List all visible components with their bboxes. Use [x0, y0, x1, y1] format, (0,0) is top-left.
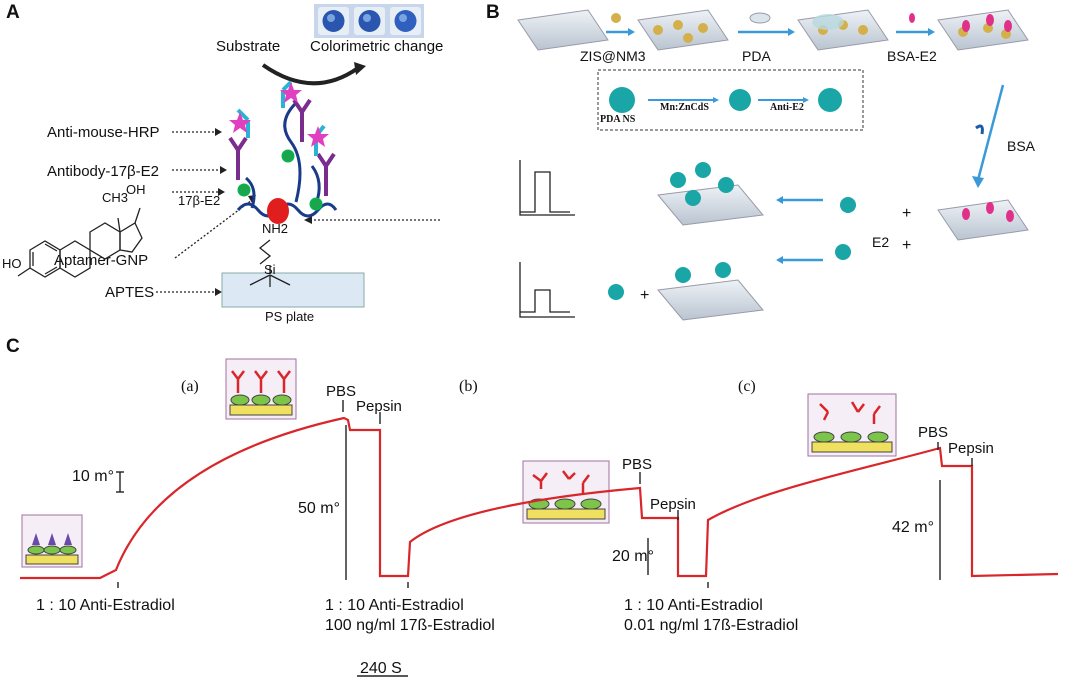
sublabel-a: (a) [181, 378, 199, 395]
plus-3: + [640, 287, 650, 304]
curved-arrow-icon [261, 62, 366, 86]
step-20: 20 m° [612, 548, 654, 565]
chem-ho: HO [2, 256, 22, 271]
panel-b-diagram [517, 9, 1029, 321]
plus-2: + [902, 237, 912, 254]
inset-pda-ns: PDA NS [600, 114, 636, 125]
label-antibody-e2: Antibody-17β-E2 [47, 163, 160, 180]
chem-nh2: NH2 [262, 221, 289, 236]
injection-3b: 0.01 ng/ml 17ß-Estradiol [624, 617, 799, 634]
injection-2b: 100 ng/ml 17ß-Estradiol [325, 617, 495, 634]
au-film-inset-a [225, 358, 297, 420]
panel-c-letter: C [6, 336, 20, 357]
pepsin-2: Pepsin [650, 496, 696, 513]
sublabel-b: (b) [459, 378, 478, 395]
injection-2a: 1 : 10 Anti-Estradiol [325, 597, 464, 614]
pepsin-3: Pepsin [948, 440, 994, 457]
step-bsa-e2: BSA-E2 [887, 48, 937, 64]
sublabel-c: (c) [738, 378, 756, 395]
substrate-label: Substrate [216, 38, 281, 55]
label-17b-e2: 17β-E2 [178, 193, 221, 208]
pbs-2: PBS [622, 456, 653, 473]
label-anti-mouse-hrp: Anti-mouse-HRP [47, 124, 160, 141]
spr-trace [20, 400, 1059, 677]
inset-anti: Anti-E2 [770, 102, 804, 113]
panel-a-letter: A [6, 2, 20, 23]
au-film-inset-c [807, 393, 897, 457]
step-zis: ZIS@NM3 [580, 48, 646, 64]
chem-ch3: CH3 [102, 190, 129, 205]
colorimetric-label: Colorimetric change [310, 38, 444, 55]
au-film-inset-start [21, 514, 83, 568]
time-scale: 240 S [360, 660, 402, 677]
colorimetric-wells-icon [314, 4, 424, 38]
label-aptamer-gnp: Aptamer-GNP [54, 252, 149, 269]
panel-a-diagram [17, 80, 440, 308]
chem-oh: OH [126, 182, 146, 197]
bsa-label: BSA [1007, 138, 1036, 154]
inset-mn: Mn:ZnCdS [660, 102, 709, 113]
pbs-3: PBS [918, 424, 949, 441]
pbs-1: PBS [326, 383, 357, 400]
plus-1: + [902, 205, 912, 222]
chem-si: Si [264, 262, 276, 277]
injection-1: 1 : 10 Anti-Estradiol [36, 597, 175, 614]
step-50: 50 m° [298, 500, 340, 517]
scale-10: 10 m° [72, 468, 114, 485]
e2-label: E2 [872, 234, 890, 250]
ps-plate-label: PS plate [265, 309, 315, 324]
step-pda: PDA [742, 48, 771, 64]
step-42: 42 m° [892, 519, 934, 536]
panel-b-letter: B [486, 2, 500, 23]
pepsin-1: Pepsin [356, 398, 402, 415]
label-aptes: APTES [105, 284, 155, 301]
injection-3a: 1 : 10 Anti-Estradiol [624, 597, 763, 614]
